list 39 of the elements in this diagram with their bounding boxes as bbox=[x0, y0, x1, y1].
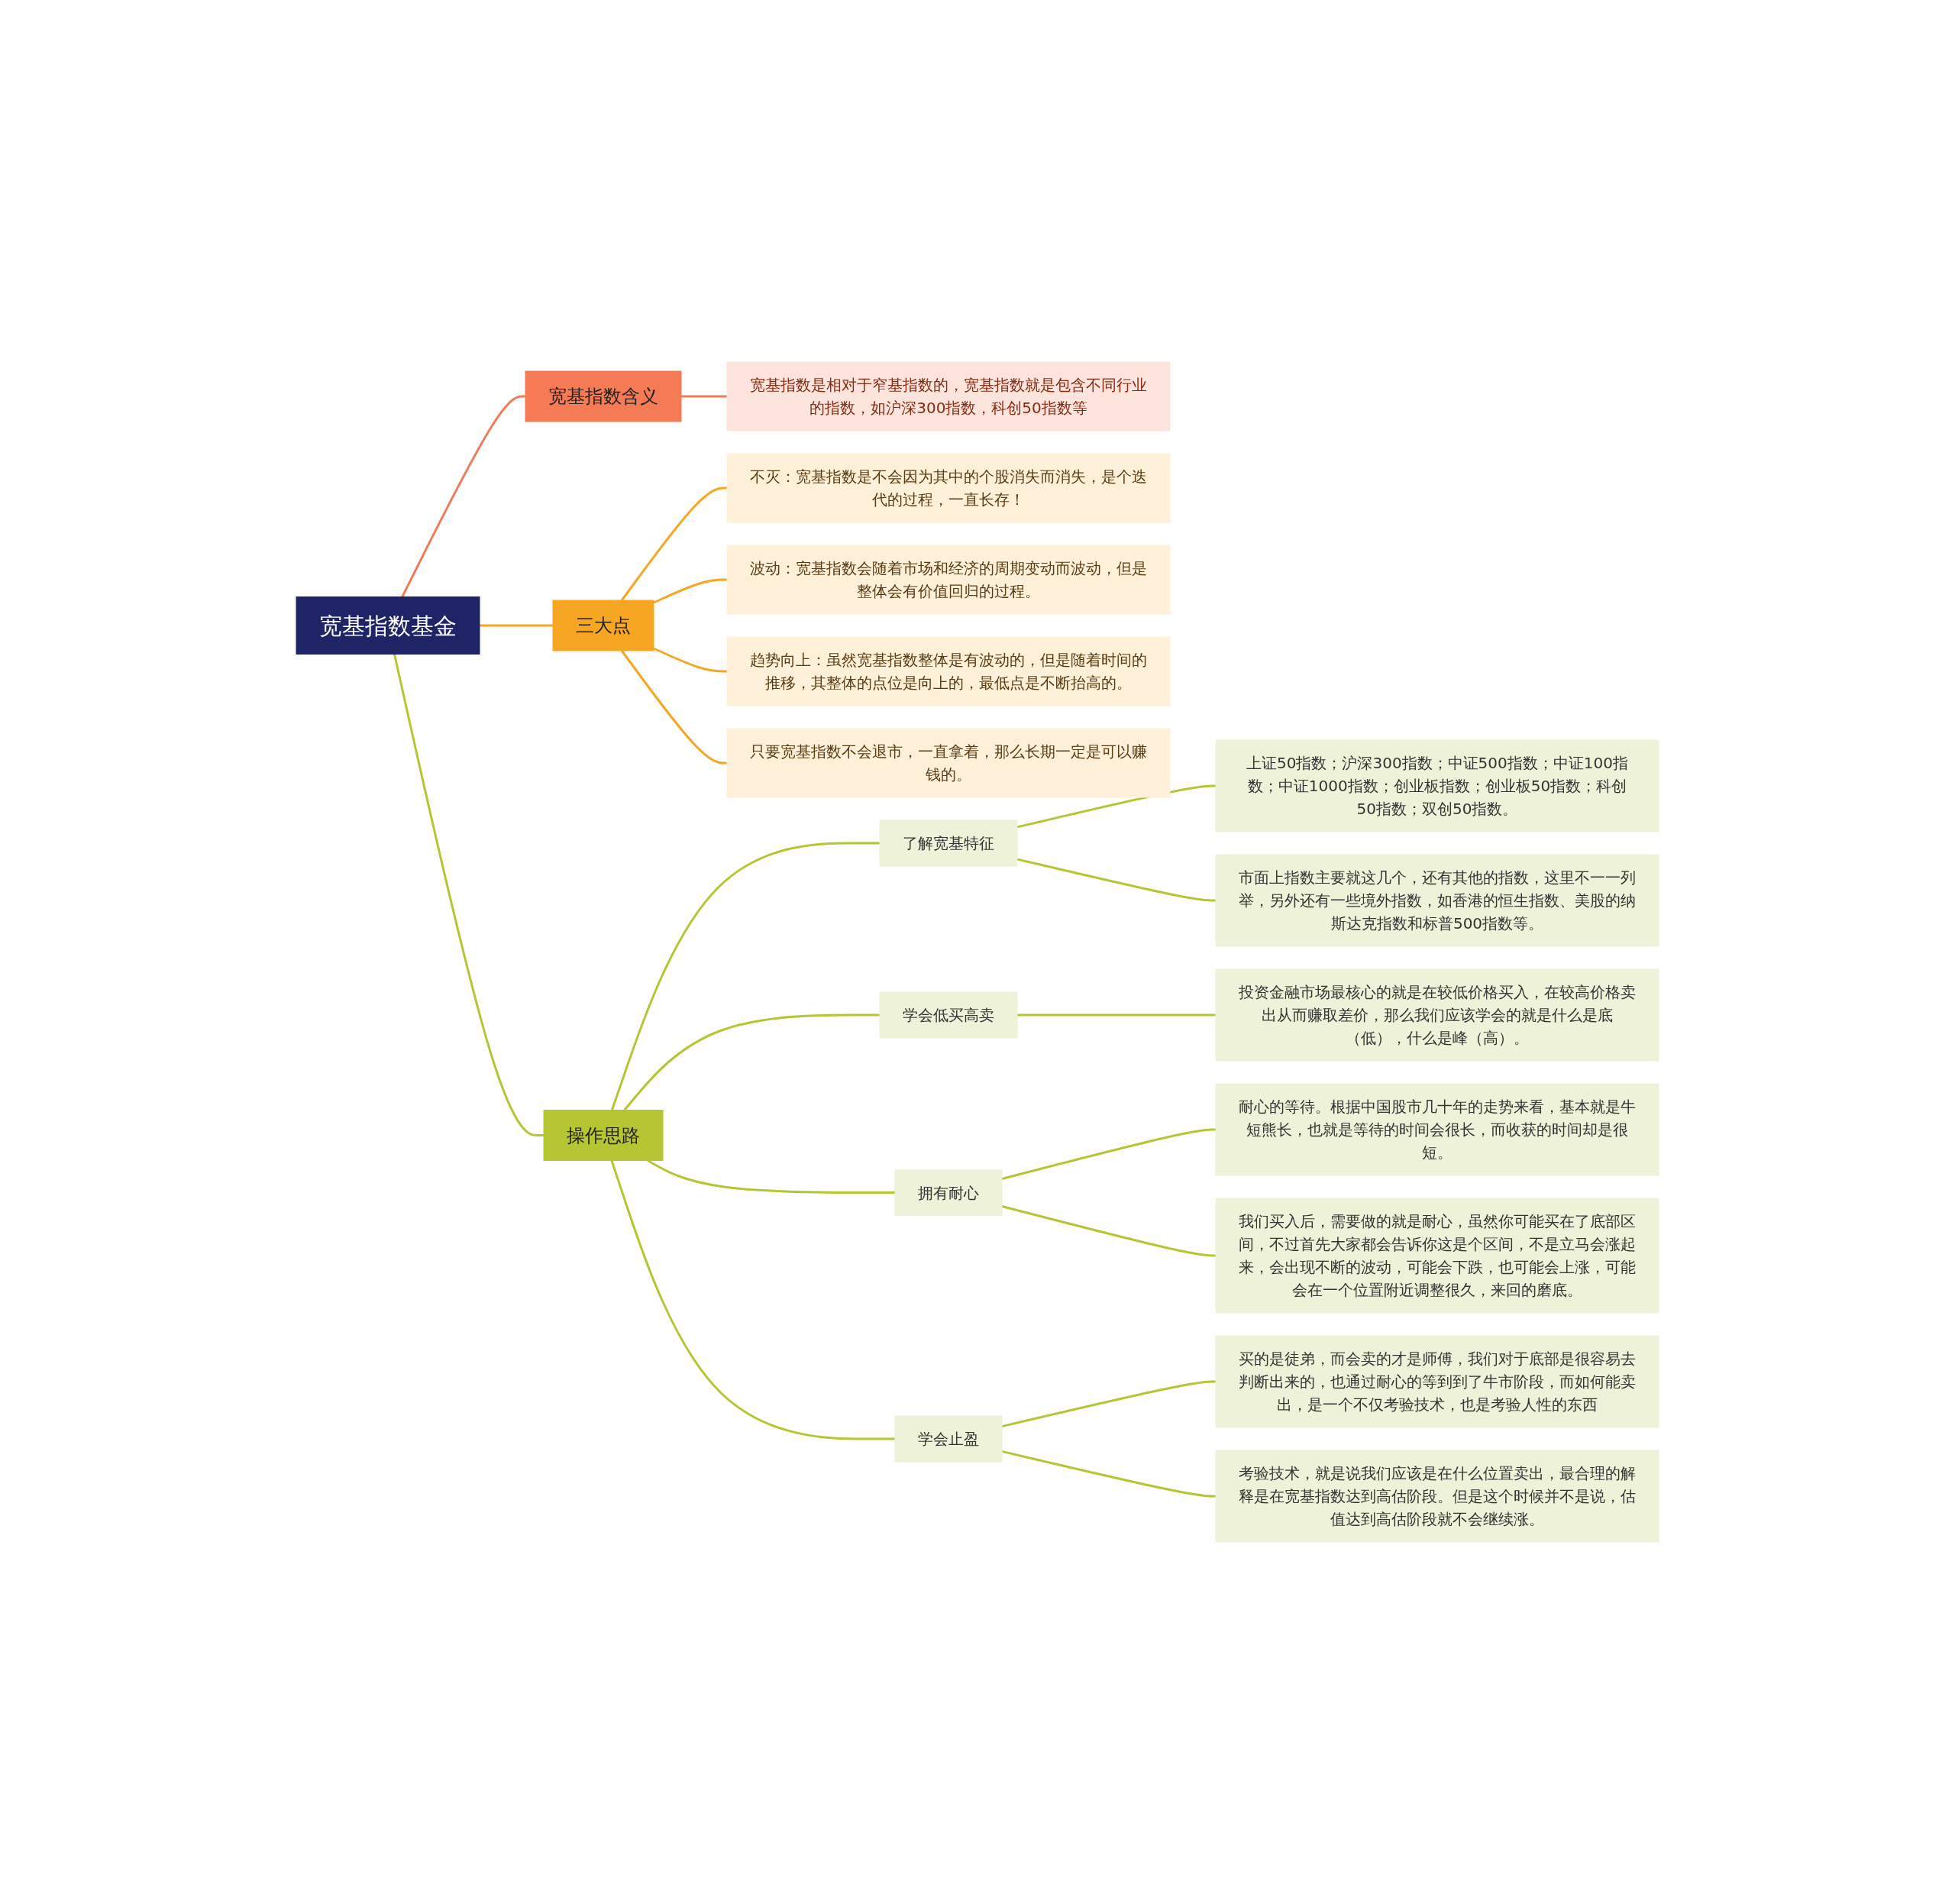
node-box: 了解宽基特征 bbox=[879, 819, 1018, 867]
connector bbox=[653, 578, 727, 604]
node-box: 学会止盈 bbox=[894, 1415, 1003, 1463]
node-box: 学会低买高卖 bbox=[879, 991, 1018, 1039]
node-box: 宽基指数是相对于窄基指数的，宽基指数就是包含不同行业的指数，如沪深300指数，科创50指数等 bbox=[726, 361, 1171, 432]
connector bbox=[401, 395, 525, 598]
node-box: 上证50指数；沪深300指数；中证500指数；中证100指数；中证1000指数；创业板指数；创业板50指数；科创50指数；双创50指数。 bbox=[1215, 739, 1659, 832]
node-box: 宽基指数基金 bbox=[296, 596, 480, 655]
node-box: 三大点 bbox=[552, 600, 654, 651]
connector bbox=[621, 650, 727, 765]
connector bbox=[621, 487, 727, 601]
node-box: 我们买入后，需要做的就是耐心，虽然你可能买在了底部区间，不过首先大家都会告诉你这是个区间，不是立马会涨起来，会出现不断的波动，可能会下跌，也可能会上涨，可能会在一个位置附近调整很久，来回的磨底。 bbox=[1215, 1198, 1659, 1314]
connector bbox=[1016, 858, 1216, 902]
node-box: 波动：宽基指数会随着市场和经济的周期变动而波动，但是整体会有价值回归的过程。 bbox=[726, 545, 1171, 615]
connector bbox=[610, 842, 880, 1110]
connector bbox=[1001, 1450, 1216, 1498]
node-box: 耐心的等待。根据中国股市几十年的走势来看，基本就是牛短熊长，也就是等待的时间会很长，而收获的时间却是很短。 bbox=[1215, 1083, 1659, 1176]
node-box: 拥有耐心 bbox=[894, 1169, 1003, 1216]
node-box: 市面上指数主要就这几个，还有其他的指数，这里不一一列举，另外还有一些境外指数，如香港的恒生指数、美股的纳斯达克指数和标普500指数等。 bbox=[1215, 854, 1659, 947]
connector bbox=[647, 1159, 895, 1194]
connector bbox=[393, 654, 544, 1136]
connector bbox=[1001, 1128, 1216, 1180]
connector bbox=[653, 647, 727, 673]
node-box: 只要宽基指数不会退市，一直拿着，那么长期一定是可以赚钱的。 bbox=[726, 728, 1171, 798]
connector bbox=[1017, 1013, 1216, 1017]
connector bbox=[1016, 784, 1216, 829]
connector bbox=[480, 624, 553, 627]
node-box: 考验技术，就是说我们应该是在什么位置卖出，最合理的解释是在宽基指数达到高估阶段。但是这个时候并不是说，估值达到高估阶段就不会继续涨。 bbox=[1215, 1450, 1659, 1543]
node-box: 操作思路 bbox=[543, 1110, 664, 1161]
node-box: 买的是徒弟，而会卖的才是师傅，我们对于底部是很容易去判断出来的，也通过耐心的等到到了牛市阶段，而如何能卖出，是一个不仅考验技术，也是考验人性的东西 bbox=[1215, 1335, 1659, 1428]
node-box: 投资金融市场最核心的就是在较低价格买入，在较高价格卖出从而赚取差价，那么我们应该学会的就是什么是底（低），什么是峰（高）。 bbox=[1215, 968, 1659, 1062]
node-box: 不灭：宽基指数是不会因为其中的个股消失而消失，是个迭代的过程，一直长存！ bbox=[726, 453, 1171, 523]
node-box: 宽基指数含义 bbox=[525, 370, 682, 422]
node-box: 趋势向上：虽然宽基指数整体是有波动的，但是随着时间的推移，其整体的点位是向上的，最低点是不断抬高的。 bbox=[726, 636, 1171, 706]
connector bbox=[610, 1160, 895, 1440]
connector bbox=[1001, 1205, 1216, 1257]
connector bbox=[681, 395, 727, 398]
connector bbox=[623, 1013, 880, 1111]
connector bbox=[1001, 1380, 1216, 1428]
